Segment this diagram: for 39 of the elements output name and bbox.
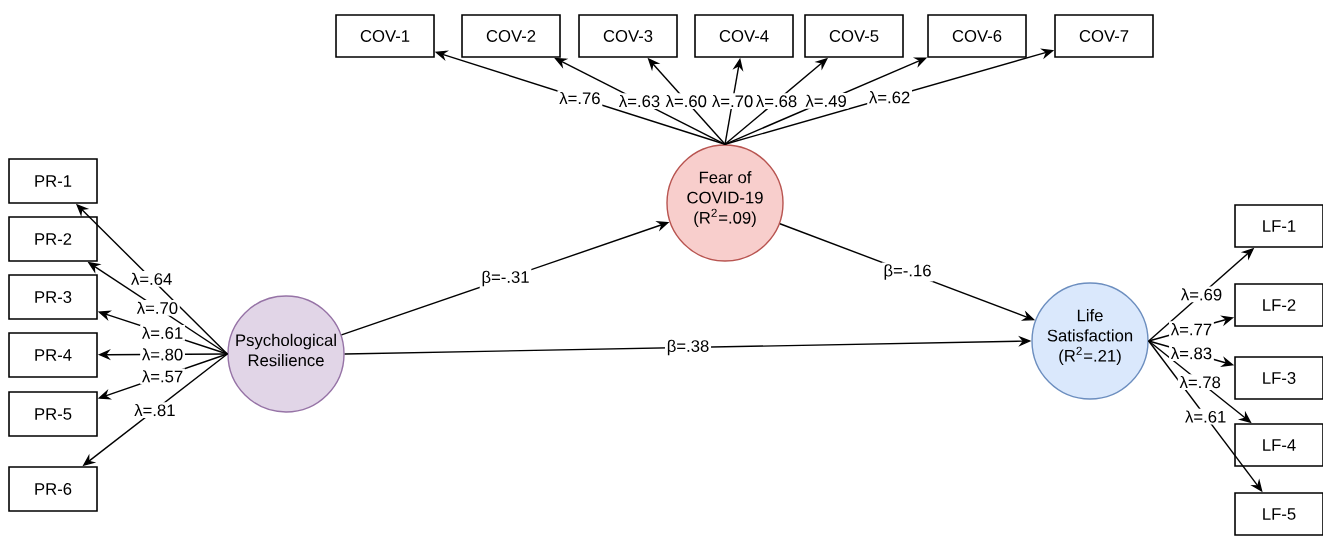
edge-label: λ=.49 bbox=[803, 92, 849, 109]
indicator-box: COV-7 bbox=[1054, 14, 1154, 58]
edge-label: λ=.63 bbox=[617, 93, 662, 109]
indicator-box: COV-4 bbox=[694, 14, 794, 58]
indicator-box: PR-2 bbox=[8, 216, 98, 262]
edge-label: λ=.61 bbox=[140, 324, 185, 341]
edge-label: β=.38 bbox=[664, 337, 712, 357]
indicator-box: PR-3 bbox=[8, 274, 98, 320]
indicator-box: PR-6 bbox=[8, 466, 98, 512]
edge-label: λ=.68 bbox=[754, 93, 799, 109]
edge-label: λ=.77 bbox=[1169, 321, 1214, 337]
indicator-box: LF-1 bbox=[1234, 204, 1323, 248]
indicator-box: LF-3 bbox=[1234, 356, 1323, 400]
edge-label: λ=.80 bbox=[140, 346, 185, 363]
edge-label: λ=.78 bbox=[1177, 374, 1223, 390]
indicator-box: PR-4 bbox=[8, 332, 98, 378]
indicator-box: PR-5 bbox=[8, 391, 98, 437]
indicator-box: LF-5 bbox=[1234, 492, 1323, 536]
indicator-box: COV-6 bbox=[927, 14, 1027, 58]
edge-label: λ=.81 bbox=[132, 402, 178, 418]
indicator-box: PR-1 bbox=[8, 158, 98, 204]
edge-label: λ=.62 bbox=[867, 89, 912, 106]
edge-label: λ=.61 bbox=[1183, 408, 1229, 425]
edge-label: λ=.83 bbox=[1169, 345, 1214, 361]
edge-label: β=-.31 bbox=[479, 268, 532, 289]
indicator-box: COV-5 bbox=[804, 14, 904, 58]
edge-label: λ=.60 bbox=[663, 93, 709, 109]
indicator-box: COV-1 bbox=[335, 14, 435, 58]
edge-label: λ=.64 bbox=[129, 271, 175, 287]
edge-label: λ=.70 bbox=[135, 300, 180, 316]
indicator-box: COV-2 bbox=[461, 14, 561, 58]
indicator-box: LF-2 bbox=[1234, 283, 1323, 327]
edge-label: λ=.69 bbox=[1179, 286, 1224, 303]
edge-label: λ=.76 bbox=[557, 90, 603, 106]
indicator-box: LF-4 bbox=[1234, 423, 1323, 467]
edge-label: β=-.16 bbox=[881, 262, 934, 282]
edge-label: λ=.57 bbox=[140, 368, 185, 385]
indicator-box: COV-3 bbox=[578, 14, 678, 58]
edge-label: λ=.70 bbox=[710, 93, 755, 109]
